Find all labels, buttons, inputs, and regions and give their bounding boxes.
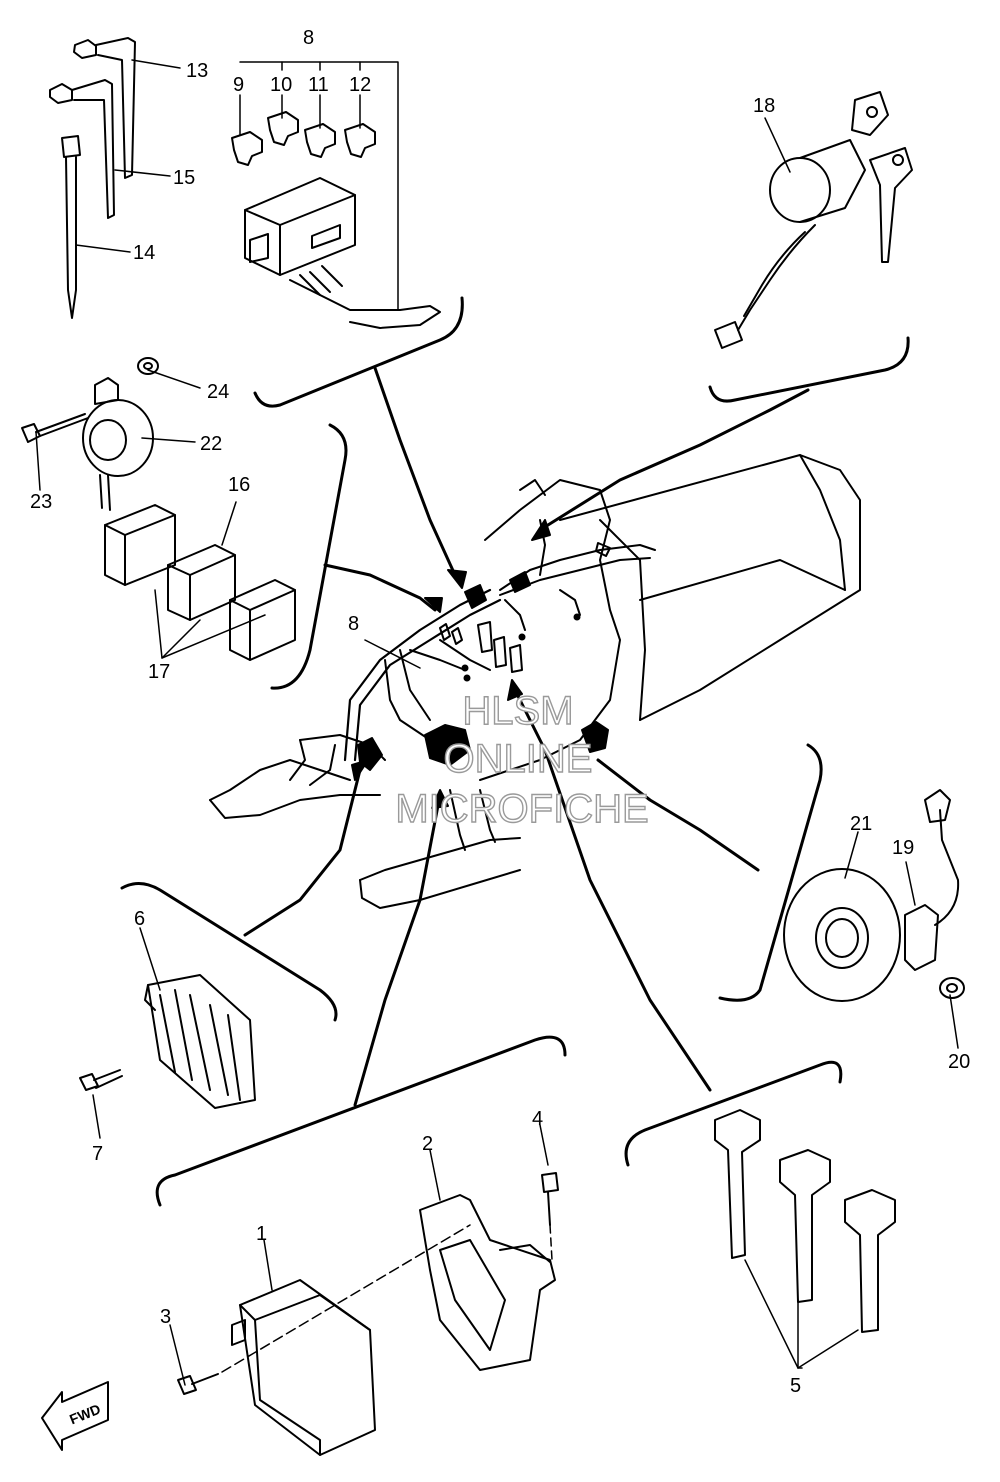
watermark-line-2: ONLINE <box>444 737 593 781</box>
watermark-line-1: HLSM <box>462 689 573 733</box>
relay-17b <box>229 579 296 661</box>
callout-24: 24 <box>207 381 229 403</box>
bolt-4 <box>541 1172 559 1226</box>
callout-9: 9 <box>233 74 244 96</box>
leader-lines <box>35 59 959 1386</box>
fuse-11 <box>304 123 336 158</box>
buzzer-22 <box>82 377 154 511</box>
callout-14: 14 <box>133 242 155 264</box>
bolt-3 <box>177 1373 219 1395</box>
callout-19: 19 <box>892 837 914 859</box>
callout-13: 13 <box>186 60 208 82</box>
fuse-10 <box>267 111 299 146</box>
callout-10: 10 <box>270 74 292 96</box>
callout-20: 20 <box>948 1051 970 1073</box>
bolt-23 <box>21 413 89 443</box>
callout-16: 16 <box>228 474 250 496</box>
callout-5: 5 <box>790 1375 801 1397</box>
forward-direction-arrow <box>41 1381 109 1451</box>
group-pointer-lines <box>243 366 810 1107</box>
assembly-dashed-line <box>221 1224 471 1373</box>
pickup-plate-21 <box>783 868 901 1002</box>
watermark: HLSM ONLINE MICROFICHE <box>395 688 650 831</box>
callout-12: 12 <box>349 74 371 96</box>
fuse-9 <box>231 131 263 166</box>
main-switch-18 <box>714 91 913 349</box>
nut-24 <box>137 357 159 375</box>
watermark-line-3: MICROFICHE <box>395 787 648 831</box>
assembly-dashed-line-2 <box>549 1224 553 1261</box>
cable-tie-13 <box>73 37 136 179</box>
group-brackets <box>120 296 910 1207</box>
nut-20 <box>939 977 965 999</box>
callout-3: 3 <box>160 1306 171 1328</box>
snowmobile-body-illustration <box>209 454 861 909</box>
callout-21: 21 <box>850 813 872 835</box>
callout-22: 22 <box>200 433 222 455</box>
bracket-2 <box>419 1194 556 1371</box>
pickup-coil-19 <box>904 789 960 971</box>
fwd-label: FWD <box>67 1401 103 1428</box>
rectifier-6 <box>144 974 256 1109</box>
callout-2: 2 <box>422 1133 433 1155</box>
fuse-box-8 <box>244 177 441 329</box>
pointer-arrowheads <box>351 519 551 809</box>
cdi-unit-1 <box>231 1279 376 1456</box>
callout-23: 23 <box>30 491 52 513</box>
cable-tie-15 <box>49 79 115 219</box>
bolt-7 <box>79 1069 123 1091</box>
callout-15: 15 <box>173 167 195 189</box>
cable-tie-14 <box>61 135 81 319</box>
callout-18: 18 <box>753 95 775 117</box>
callout-17: 17 <box>148 661 170 683</box>
ignition-coil-5c <box>844 1189 896 1333</box>
ignition-coil-5b <box>779 1149 831 1303</box>
ignition-coil-5a <box>714 1109 761 1259</box>
relay-17a <box>104 504 176 586</box>
callout-numbers: 8 9 10 11 12 13 15 14 18 24 22 23 16 17 … <box>30 27 970 1397</box>
callout-8-center: 8 <box>348 613 359 635</box>
callout-6: 6 <box>134 908 145 930</box>
callout-11: 11 <box>308 74 329 96</box>
callout-7: 7 <box>92 1143 103 1165</box>
callout-1: 1 <box>256 1223 267 1245</box>
relay-16 <box>167 544 236 621</box>
fuse-12 <box>344 123 376 158</box>
callout-8-top: 8 <box>303 27 314 49</box>
callout-4: 4 <box>532 1108 543 1130</box>
